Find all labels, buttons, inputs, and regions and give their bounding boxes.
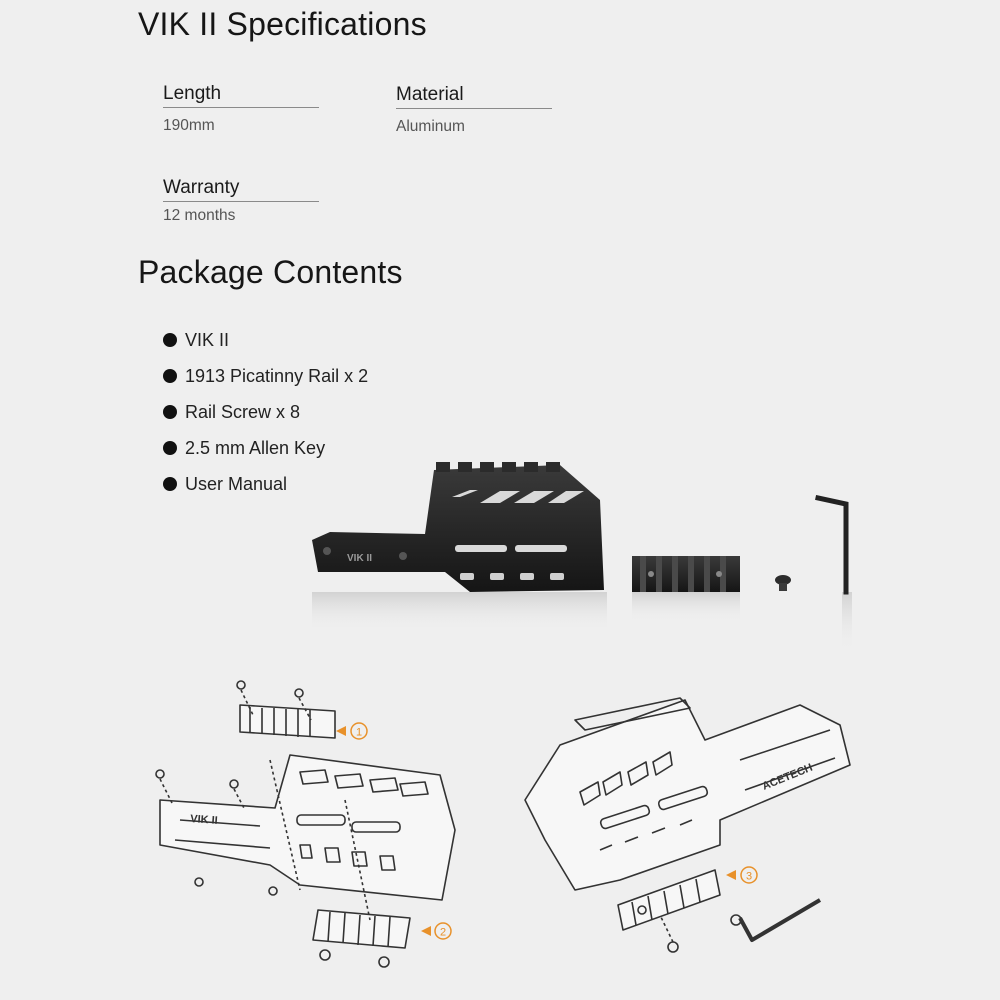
callout-2: 2 bbox=[421, 922, 452, 940]
bullet-icon bbox=[163, 333, 177, 347]
callout-3: 3 bbox=[726, 866, 758, 884]
specs-title: VIK II Specifications bbox=[138, 6, 427, 42]
spec-length: Length 190mm bbox=[163, 83, 319, 135]
list-item: Rail Screw x 8 bbox=[163, 394, 368, 430]
callout-1: 1 bbox=[336, 722, 368, 740]
callout-number: 3 bbox=[746, 871, 752, 883]
list-item-label: 2.5 mm Allen Key bbox=[185, 437, 326, 458]
spec-label: Warranty bbox=[163, 177, 319, 202]
assembly-diagram-left bbox=[155, 680, 456, 968]
diagram-engraving-left: VIK II bbox=[190, 813, 218, 827]
list-item: 2.5 mm Allen Key bbox=[163, 430, 368, 466]
product-photo: VIK II bbox=[312, 462, 852, 652]
arrow-left-icon bbox=[421, 926, 431, 936]
callout-number: 2 bbox=[440, 927, 446, 939]
list-item-label: VIK II bbox=[185, 329, 230, 350]
list-item: 1913 Picatinny Rail x 2 bbox=[163, 358, 368, 394]
list-item: User Manual bbox=[163, 466, 368, 502]
rail-photo bbox=[632, 556, 740, 592]
bullet-icon bbox=[163, 477, 177, 491]
list-item-label: User Manual bbox=[185, 473, 288, 494]
spec-value: 12 months bbox=[163, 207, 236, 224]
bullet-icon bbox=[163, 405, 177, 419]
spec-value: 190mm bbox=[163, 117, 215, 134]
spec-label: Length bbox=[163, 83, 319, 108]
package-contents-list: VIK II 1913 Picatinny Rail x 2 Rail Scre… bbox=[163, 322, 368, 502]
spec-warranty: Warranty 12 months bbox=[163, 177, 319, 225]
bullet-icon bbox=[163, 441, 177, 455]
contents-title: Package Contents bbox=[138, 254, 403, 290]
allen-key-photo bbox=[815, 495, 849, 595]
arrow-left-icon bbox=[726, 870, 736, 880]
spec-value: Aluminum bbox=[396, 118, 465, 135]
list-item-label: Rail Screw x 8 bbox=[185, 401, 301, 422]
bullet-icon bbox=[163, 369, 177, 383]
product-engraving: VIK II bbox=[347, 553, 372, 564]
callout-number: 1 bbox=[356, 727, 362, 739]
spec-material: Material Aluminum bbox=[396, 84, 552, 136]
screw-photo bbox=[775, 575, 791, 591]
spec-label: Material bbox=[396, 84, 552, 109]
list-item: VIK II bbox=[163, 322, 368, 358]
list-item-label: 1913 Picatinny Rail x 2 bbox=[185, 365, 369, 386]
arrow-left-icon bbox=[336, 726, 346, 736]
assembly-diagram-right bbox=[524, 697, 851, 953]
handguard-photo bbox=[312, 462, 604, 592]
